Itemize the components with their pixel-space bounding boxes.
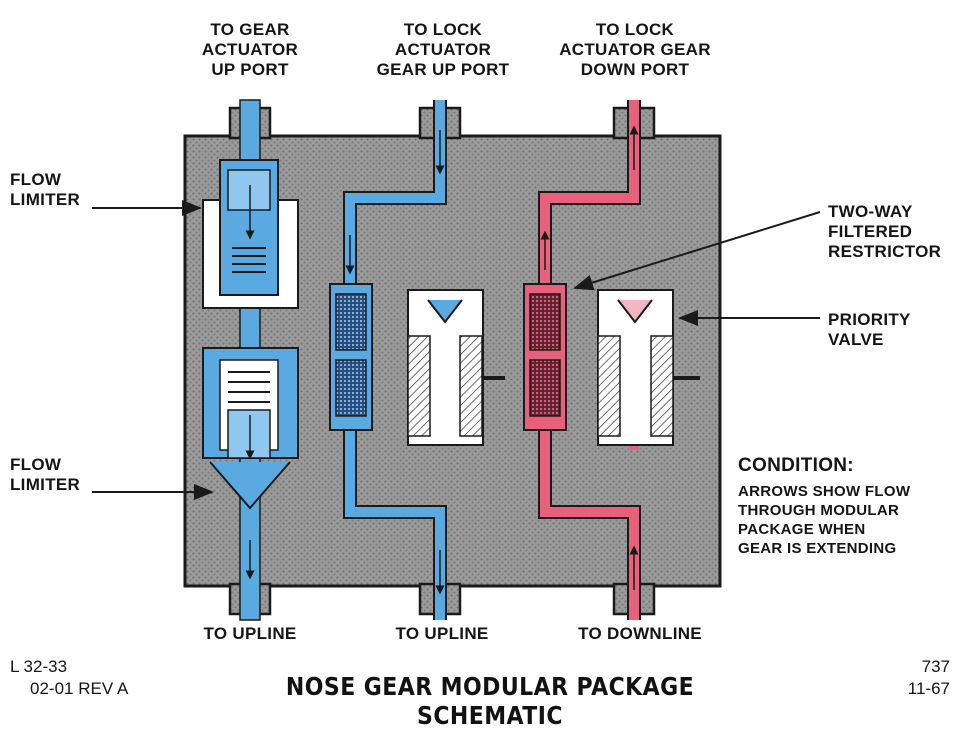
diagram-title: NOSE GEAR MODULAR PACKAGE SCHEMATIC: [285, 672, 695, 730]
label-line: LIMITER: [10, 475, 81, 494]
condition-body: ARROWS SHOW FLOW THROUGH MODULAR PACKAGE…: [738, 482, 910, 558]
condition-line: GEAR IS EXTENDING: [738, 540, 897, 557]
label-line: UP PORT: [211, 60, 289, 79]
label-line: DOWN PORT: [580, 60, 690, 79]
label-line: ACTUATOR GEAR: [559, 40, 711, 59]
label-to-upline-1: TO UPLINE: [203, 624, 297, 643]
label-two-way-restrictor: TWO-WAY FILTERED RESTRICTOR: [828, 202, 941, 262]
revision: 02-01 REV A: [30, 679, 129, 698]
condition-line: THROUGH MODULAR: [738, 502, 900, 519]
label-line: GEAR UP PORT: [376, 60, 510, 79]
label-flow-limiter-lower: FLOW LIMITER: [10, 455, 80, 495]
footer-model-block: 737 11-67: [896, 656, 950, 700]
condition-line: ARROWS SHOW FLOW: [738, 483, 911, 500]
label-lock-down-port: TO LOCK ACTUATOR GEAR DOWN PORT: [540, 20, 730, 80]
label-line: RESTRICTOR: [828, 242, 942, 261]
label-line: ACTUATOR: [201, 40, 299, 59]
leader-lines: [92, 200, 821, 500]
label-line: FLOW: [10, 455, 62, 474]
label-to-upline-2: TO UPLINE: [395, 624, 489, 643]
label-priority-valve: PRIORITY VALVE: [828, 310, 911, 350]
label-line: TO LOCK: [595, 20, 675, 39]
condition-line: PACKAGE WHEN: [738, 521, 866, 538]
label-line: TWO-WAY: [828, 202, 913, 221]
label-line: TO LOCK: [403, 20, 483, 39]
label-to-downline: TO DOWNLINE: [578, 624, 702, 643]
footer-ref-block: L 32-33 02-01 REV A: [10, 656, 128, 700]
label-line: ACTUATOR: [394, 40, 492, 59]
model-number: 737: [921, 657, 950, 676]
issue-date: 11-67: [907, 679, 950, 698]
label-flow-limiter-upper: FLOW LIMITER: [10, 170, 80, 210]
lock-down-circuit: [523, 100, 700, 620]
label-gear-up-port: TO GEAR ACTUATOR UP PORT: [190, 20, 310, 80]
condition-title: CONDITION:: [738, 455, 854, 476]
flow-limiter-column: [202, 99, 299, 621]
condition-note: CONDITION: ARROWS SHOW FLOW THROUGH MODU…: [738, 456, 910, 558]
label-line: VALVE: [828, 330, 884, 349]
label-line: FLOW: [10, 170, 62, 189]
label-line: LIMITER: [10, 190, 81, 209]
ref-code: L 32-33: [10, 657, 68, 676]
lock-up-circuit: [329, 100, 505, 620]
label-line: TO GEAR: [210, 20, 290, 39]
label-line: PRIORITY: [828, 310, 911, 329]
label-line: FILTERED: [828, 222, 913, 241]
label-lock-up-port: TO LOCK ACTUATOR GEAR UP PORT: [358, 20, 528, 80]
